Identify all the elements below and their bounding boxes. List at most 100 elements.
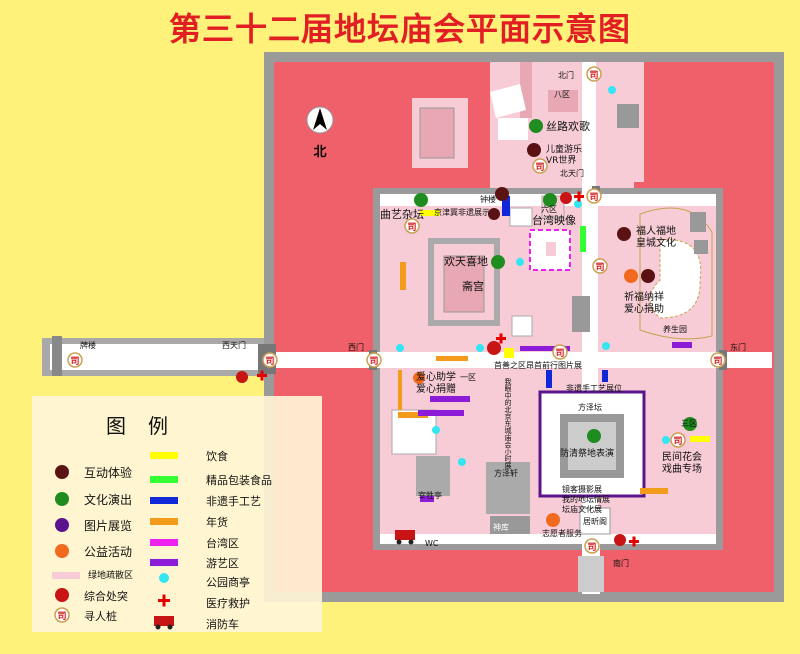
fang-ze-xuan-building xyxy=(486,462,530,514)
label-si-lu: 丝路欢歌 xyxy=(546,119,590,133)
label-zai-sheng-ting: 宰牲亭 xyxy=(418,490,442,500)
label-liu-qu: 六区 xyxy=(541,204,557,214)
interactive-dot xyxy=(641,269,655,283)
label-east-gate: 东门 xyxy=(730,342,746,352)
legend-label: 台湾区 xyxy=(206,537,239,550)
marker-icon: 司 xyxy=(54,607,70,623)
legend-label: 互动体验 xyxy=(84,466,133,480)
performance-swatch xyxy=(55,492,69,506)
label-west-gate: 西门 xyxy=(348,342,364,352)
legend-swatches: 司 xyxy=(52,452,178,630)
label-jing-cai-2: 我的地坛情展 xyxy=(562,494,610,504)
label-fu-ren-1: 福人福地 xyxy=(636,224,676,237)
label-zhai-gong: 斋宫 xyxy=(462,279,484,293)
performance-dot xyxy=(414,193,428,207)
compass-label: 北 xyxy=(313,145,326,160)
label-jing-cai-1: 镜客摄影展 xyxy=(562,484,602,494)
label-zhong-lou: 钟楼 xyxy=(480,194,496,204)
interactive-dot xyxy=(527,143,541,157)
emergency-dot xyxy=(614,534,626,546)
legend-label: 游艺区 xyxy=(206,557,239,570)
label-fang-ze-tan: 方泽坛 xyxy=(578,402,602,412)
label-bai-lou: 牌楼 xyxy=(80,340,96,350)
charity-swatch xyxy=(55,544,69,558)
legend-label: 医疗救护 xyxy=(206,597,250,610)
legend-label: 消防车 xyxy=(206,618,239,631)
label-huan-tian: 欢天喜地 xyxy=(444,254,488,268)
performance-dot xyxy=(683,417,697,431)
label-south-gate: 南门 xyxy=(613,558,629,568)
legend-label: 年货 xyxy=(206,516,228,529)
emergency-swatch xyxy=(55,588,69,602)
label-wc: WC xyxy=(425,539,439,548)
charity-dot xyxy=(546,513,560,527)
label-jing-jin-ji: 京津冀非遗展示 xyxy=(434,207,490,217)
east-west-road xyxy=(276,352,772,368)
label-ba-qu: 八区 xyxy=(554,90,570,99)
label-tai-wan: 台湾映像 xyxy=(532,213,576,227)
label-min-jian-1: 民间花会 xyxy=(662,450,702,463)
label-er-tong-1: 儿童游乐 xyxy=(546,143,582,155)
label-ju-xin-ge: 居昕阁 xyxy=(583,516,607,526)
svg-text:司: 司 xyxy=(57,611,66,622)
label-fang-ze-xuan: 方泽轩 xyxy=(494,468,518,478)
label-er-tong-2: VR世界 xyxy=(546,154,576,166)
north-road xyxy=(582,62,596,188)
label-qu-yi: 曲艺杂坛 xyxy=(380,208,424,221)
label-yi-qu: 一区 xyxy=(460,373,476,382)
zai-sheng-ting-building xyxy=(416,456,450,496)
emergency-dot xyxy=(560,192,572,204)
legend-label: 综合处突 xyxy=(84,590,128,603)
charity-dot xyxy=(413,372,425,384)
label-zhi-yuan: 志愿者服务 xyxy=(542,528,582,538)
label-shen-ku: 神库 xyxy=(493,522,509,532)
exhibition-swatch xyxy=(55,518,69,532)
pai-lou-gate xyxy=(52,336,62,376)
performance-dot xyxy=(587,429,601,443)
label-qi-fu-1: 祈福纳祥 xyxy=(624,290,664,303)
emergency-dot xyxy=(236,371,248,383)
label-fu-ren-2: 皇城文化 xyxy=(636,236,676,249)
label-shou-shan: 首善之区昂首前行图片展 xyxy=(494,360,582,370)
legend-title: 图例 xyxy=(106,414,190,438)
west-road-surface xyxy=(50,344,262,370)
label-san-qu: 三区 xyxy=(681,419,697,428)
emergency-dot xyxy=(487,341,501,355)
legend-label: 寻人桩 xyxy=(84,610,117,623)
fire-truck-icon xyxy=(395,530,415,545)
green-space-swatch xyxy=(52,572,80,579)
interactive-dot xyxy=(617,227,631,241)
label-ai-xin-2: 爱心捐赠 xyxy=(416,382,456,395)
label-ai-xin-1: 爱心助学 xyxy=(416,370,456,383)
label-min-jian-2: 戏曲专场 xyxy=(662,462,702,475)
performance-dot xyxy=(543,193,557,207)
label-north-gate: 北门 xyxy=(558,70,574,80)
label-qi-fu-2: 爱心捐助 xyxy=(624,302,664,315)
label-north-heaven-gate: 北天门 xyxy=(560,168,584,178)
page-title: 第三十二届地坛庙会平面示意图 xyxy=(168,10,631,48)
label-yang-sheng-yuan: 养生园 xyxy=(663,324,687,334)
charity-dot xyxy=(624,269,638,283)
performance-dot xyxy=(491,255,505,269)
interactive-dot xyxy=(488,208,500,220)
legend-label: 非遗手工艺 xyxy=(206,495,261,508)
ju-xin-ge-building xyxy=(579,507,611,535)
legend-label: 绿地疏散区 xyxy=(88,571,134,581)
legend-label: 公园商亭 xyxy=(206,576,250,589)
label-fang-qing: 防清祭地表演 xyxy=(560,447,614,459)
fire-truck-icon xyxy=(154,616,174,630)
legend-label: 精品包装食品 xyxy=(206,474,272,487)
fang-ze-altar xyxy=(538,390,646,498)
label-wo-yan: 我眼中的北京东城庙会小时展 xyxy=(504,377,512,470)
performance-dot xyxy=(529,119,543,133)
label-jing-cai-3: 坛庙文化展 xyxy=(562,504,602,514)
legend-label: 图片展览 xyxy=(84,519,133,533)
legend-label: 饮食 xyxy=(206,450,228,463)
legend-panel: 图例 司 互动体验 文化演出 图片展览 公益活动 绿地疏散区 综合处突 寻人桩 … xyxy=(32,396,322,632)
label-west-heaven-gate: 西天门 xyxy=(222,340,246,350)
interactive-swatch xyxy=(55,465,69,479)
compass-icon xyxy=(306,106,334,134)
interactive-dot xyxy=(495,187,509,201)
label-fei-yi-gong: 非遗手工艺展位 xyxy=(566,383,622,393)
